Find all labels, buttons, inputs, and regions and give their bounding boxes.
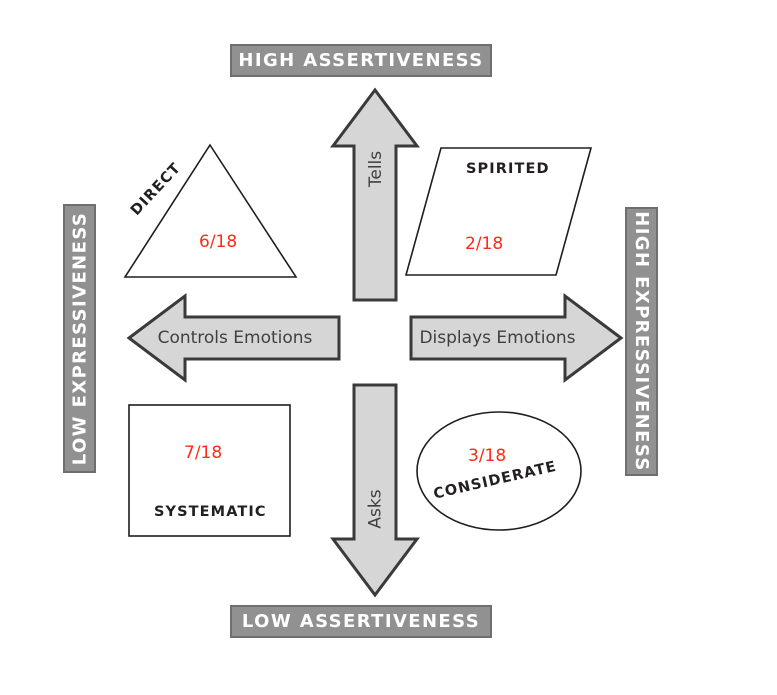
quadrant-shape-systematic-square	[128, 404, 291, 537]
quadrant-name-spirited: SPIRITED	[466, 161, 550, 177]
axis-label-high-assertiveness-text: HIGH ASSERTIVENESS	[238, 50, 484, 71]
quadrant-shape-direct-triangle	[123, 143, 298, 278]
axis-label-low-assertiveness: LOW ASSERTIVENESS	[230, 605, 492, 638]
arrow-label-displays-emotions: Displays Emotions	[400, 325, 595, 351]
quadrant-shape-considerate-ellipse	[416, 411, 582, 531]
arrow-label-controls-emotions: Controls Emotions	[140, 325, 330, 351]
quadrant-name-systematic: SYSTEMATIC	[154, 504, 267, 520]
arrow-right-displays-emotions	[409, 293, 624, 383]
arrow-down-asks	[330, 383, 420, 598]
arrow-up-tells	[330, 87, 420, 302]
arrow-label-displays-emotions-text: Displays Emotions	[419, 328, 576, 348]
quadrant-score-spirited: 2/18	[465, 234, 504, 254]
quadrant-shape-spirited-parallelogram	[404, 147, 593, 276]
arrow-label-controls-emotions-text: Controls Emotions	[157, 328, 313, 348]
quadrant-score-systematic: 7/18	[184, 443, 223, 463]
axis-label-low-assertiveness-text: LOW ASSERTIVENESS	[241, 611, 481, 632]
quadrant-score-direct: 6/18	[199, 232, 238, 252]
axis-label-high-assertiveness: HIGH ASSERTIVENESS	[230, 44, 492, 77]
axis-label-low-expressiveness: LOW EXPRESSIVENESS	[63, 204, 96, 473]
axis-label-high-expressiveness: HIGH EXPRESSIVENESS	[625, 207, 658, 476]
arrow-left-controls-emotions	[126, 293, 341, 383]
quadrant-score-considerate: 3/18	[468, 446, 507, 466]
